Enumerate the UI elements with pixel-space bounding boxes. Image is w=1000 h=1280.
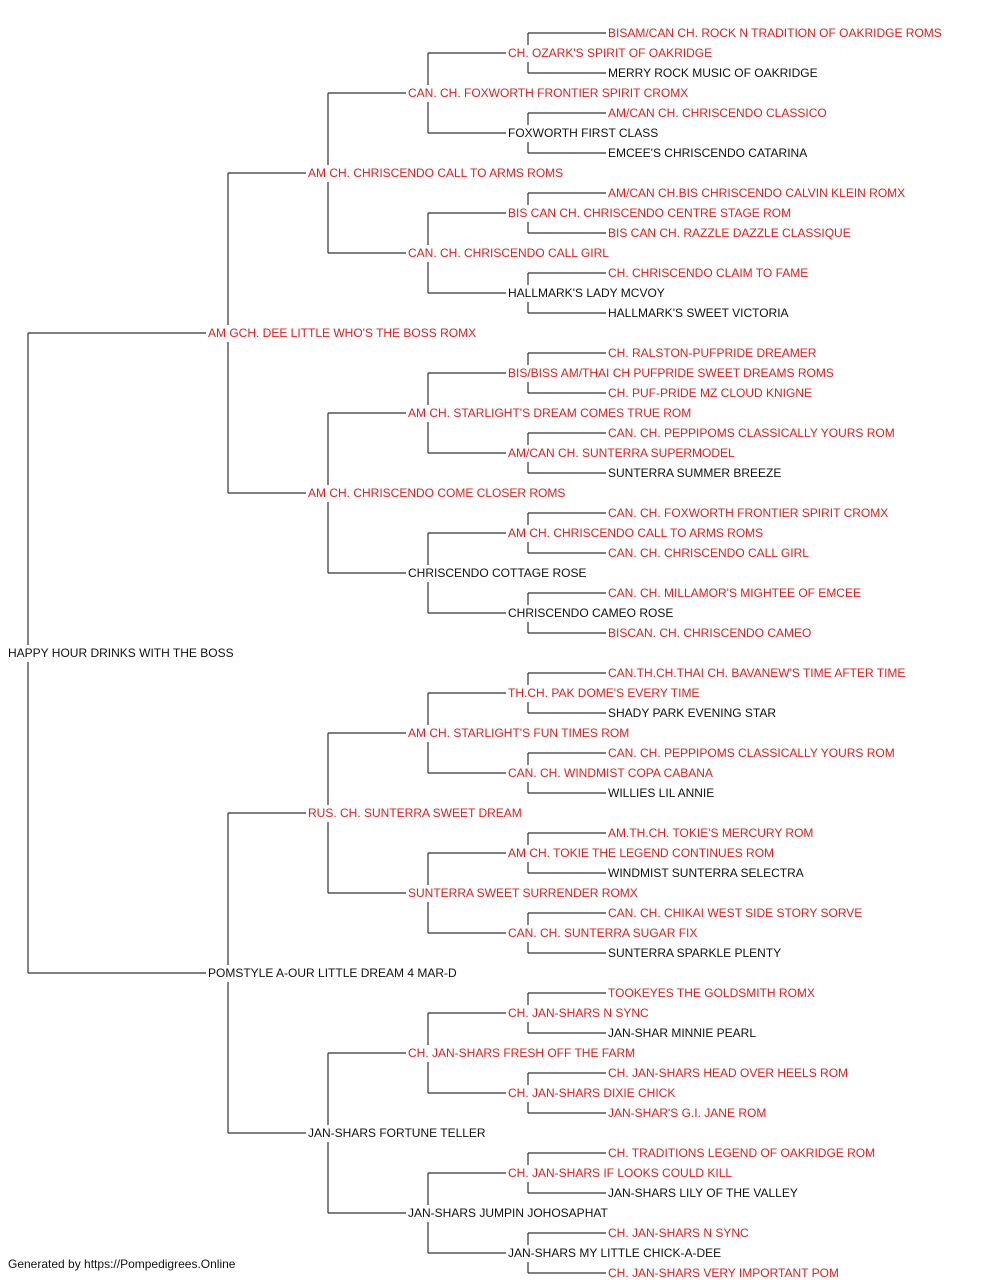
parent-name: AM GCH. DEE LITTLE WHO'S THE BOSS ROMX	[208, 326, 477, 340]
g3-ancestor-name: BIS CAN CH. CHRISCENDO CENTRE STAGE ROM	[508, 206, 792, 220]
g3-ancestor-name: CHRISCENDO CAMEO ROSE	[508, 606, 674, 620]
g3-ancestor-name: CH. OZARK'S SPIRIT OF OAKRIDGE	[508, 46, 713, 60]
great-grandparent-name: CAN. CH. CHRISCENDO CALL GIRL	[408, 246, 609, 260]
g3-ancestor-name: JAN-SHARS MY LITTLE CHICK-A-DEE	[508, 1246, 722, 1260]
g4-ancestor-name: CH. CHRISCENDO CLAIM TO FAME	[608, 266, 809, 280]
g4-ancestor-name: SUNTERRA SUMMER BREEZE	[608, 466, 782, 480]
g3-ancestor-name: CH. JAN-SHARS N SYNC	[508, 1006, 649, 1020]
g3-ancestor-name: CAN. CH. WINDMIST COPA CABANA	[508, 766, 713, 780]
g4-ancestor-name: AM.TH.CH. TOKIE'S MERCURY ROM	[608, 826, 814, 840]
g3-ancestor-name: CH. JAN-SHARS DIXIE CHICK	[508, 1086, 676, 1100]
great-grandparent-name: JAN-SHARS JUMPIN JOHOSAPHAT	[408, 1206, 608, 1220]
g4-ancestor-name: JAN-SHARS LILY OF THE VALLEY	[608, 1186, 798, 1200]
g4-ancestor-name: SUNTERRA SPARKLE PLENTY	[608, 946, 782, 960]
g4-ancestor-name: BIS CAN CH. RAZZLE DAZZLE CLASSIQUE	[608, 226, 851, 240]
g3-ancestor-name: CAN. CH. SUNTERRA SUGAR FIX	[508, 926, 698, 940]
great-grandparent-name: AM CH. STARLIGHT'S DREAM COMES TRUE ROM	[408, 406, 692, 420]
g4-ancestor-name: CH. RALSTON-PUFPRIDE DREAMER	[608, 346, 817, 360]
g4-ancestor-name: JAN-SHAR'S G.I. JANE ROM	[608, 1106, 767, 1120]
great-grandparent-name: CHRISCENDO COTTAGE ROSE	[408, 566, 587, 580]
g4-ancestor-name: AM/CAN CH. CHRISCENDO CLASSICO	[608, 106, 827, 120]
subject-name: HAPPY HOUR DRINKS WITH THE BOSS	[8, 646, 234, 660]
g3-ancestor-name: AM CH. CHRISCENDO CALL TO ARMS ROMS	[508, 526, 764, 540]
g4-ancestor-name: CH. PUF-PRIDE MZ CLOUD KNIGNE	[608, 386, 813, 400]
g3-ancestor-name: BIS/BISS AM/THAI CH PUFPRIDE SWEET DREAM…	[508, 366, 834, 380]
g4-ancestor-name: CAN. CH. PEPPIPOMS CLASSICALLY YOURS ROM	[608, 746, 895, 760]
g4-ancestor-name: CAN.TH.CH.THAI CH. BAVANEW'S TIME AFTER …	[608, 666, 906, 680]
grandparent-name: RUS. CH. SUNTERRA SWEET DREAM	[308, 806, 522, 820]
g4-ancestor-name: CAN. CH. FOXWORTH FRONTIER SPIRIT CROMX	[608, 506, 889, 520]
parent-name: POMSTYLE A-OUR LITTLE DREAM 4 MAR-D	[208, 966, 457, 980]
g3-ancestor-name: AM CH. TOKIE THE LEGEND CONTINUES ROM	[508, 846, 775, 860]
g4-ancestor-name: CH. JAN-SHARS HEAD OVER HEELS ROM	[608, 1066, 849, 1080]
g4-ancestor-name: BISAM/CAN CH. ROCK N TRADITION OF OAKRID…	[608, 26, 942, 40]
g4-ancestor-name: CAN. CH. CHRISCENDO CALL GIRL	[608, 546, 809, 560]
g4-ancestor-name: AM/CAN CH.BIS CHRISCENDO CALVIN KLEIN RO…	[608, 186, 906, 200]
g4-ancestor-name: CAN. CH. MILLAMOR'S MIGHTEE OF EMCEE	[608, 586, 861, 600]
g4-ancestor-name: WINDMIST SUNTERRA SELECTRA	[608, 866, 804, 880]
g3-ancestor-name: CH. JAN-SHARS IF LOOKS COULD KILL	[508, 1166, 733, 1180]
grandparent-name: JAN-SHARS FORTUNE TELLER	[308, 1126, 486, 1140]
great-grandparent-name: CH. JAN-SHARS FRESH OFF THE FARM	[408, 1046, 636, 1060]
g4-ancestor-name: CH. TRADITIONS LEGEND OF OAKRIDGE ROM	[608, 1146, 876, 1160]
g4-ancestor-name: CAN. CH. PEPPIPOMS CLASSICALLY YOURS ROM	[608, 426, 895, 440]
g4-ancestor-name: CH. JAN-SHARS VERY IMPORTANT POM	[608, 1266, 839, 1280]
g4-ancestor-name: BISCAN. CH. CHRISCENDO CAMEO	[608, 626, 812, 640]
g3-ancestor-name: HALLMARK'S LADY MCVOY	[508, 286, 665, 300]
great-grandparent-name: SUNTERRA SWEET SURRENDER ROMX	[408, 886, 638, 900]
g4-ancestor-name: CAN. CH. CHIKAI WEST SIDE STORY SORVE	[608, 906, 863, 920]
great-grandparent-name: CAN. CH. FOXWORTH FRONTIER SPIRIT CROMX	[408, 86, 689, 100]
g3-ancestor-name: FOXWORTH FIRST CLASS	[508, 126, 659, 140]
grandparent-name: AM CH. CHRISCENDO CALL TO ARMS ROMS	[308, 166, 564, 180]
g4-ancestor-name: MERRY ROCK MUSIC OF OAKRIDGE	[608, 66, 818, 80]
generator-credit: Generated by https://Pompedigrees.Online	[8, 1257, 236, 1271]
g4-ancestor-name: TOOKEYES THE GOLDSMITH ROMX	[608, 986, 815, 1000]
g4-ancestor-name: EMCEE'S CHRISCENDO CATARINA	[608, 146, 808, 160]
g3-ancestor-name: AM/CAN CH. SUNTERRA SUPERMODEL	[508, 446, 735, 460]
grandparent-name: AM CH. CHRISCENDO COME CLOSER ROMS	[308, 486, 566, 500]
g3-ancestor-name: TH.CH. PAK DOME'S EVERY TIME	[508, 686, 700, 700]
g4-ancestor-name: JAN-SHAR MINNIE PEARL	[608, 1026, 757, 1040]
g4-ancestor-name: SHADY PARK EVENING STAR	[608, 706, 777, 720]
great-grandparent-name: AM CH. STARLIGHT'S FUN TIMES ROM	[408, 726, 630, 740]
g4-ancestor-name: HALLMARK'S SWEET VICTORIA	[608, 306, 789, 320]
g4-ancestor-name: CH. JAN-SHARS N SYNC	[608, 1226, 749, 1240]
g4-ancestor-name: WILLIES LIL ANNIE	[608, 786, 715, 800]
